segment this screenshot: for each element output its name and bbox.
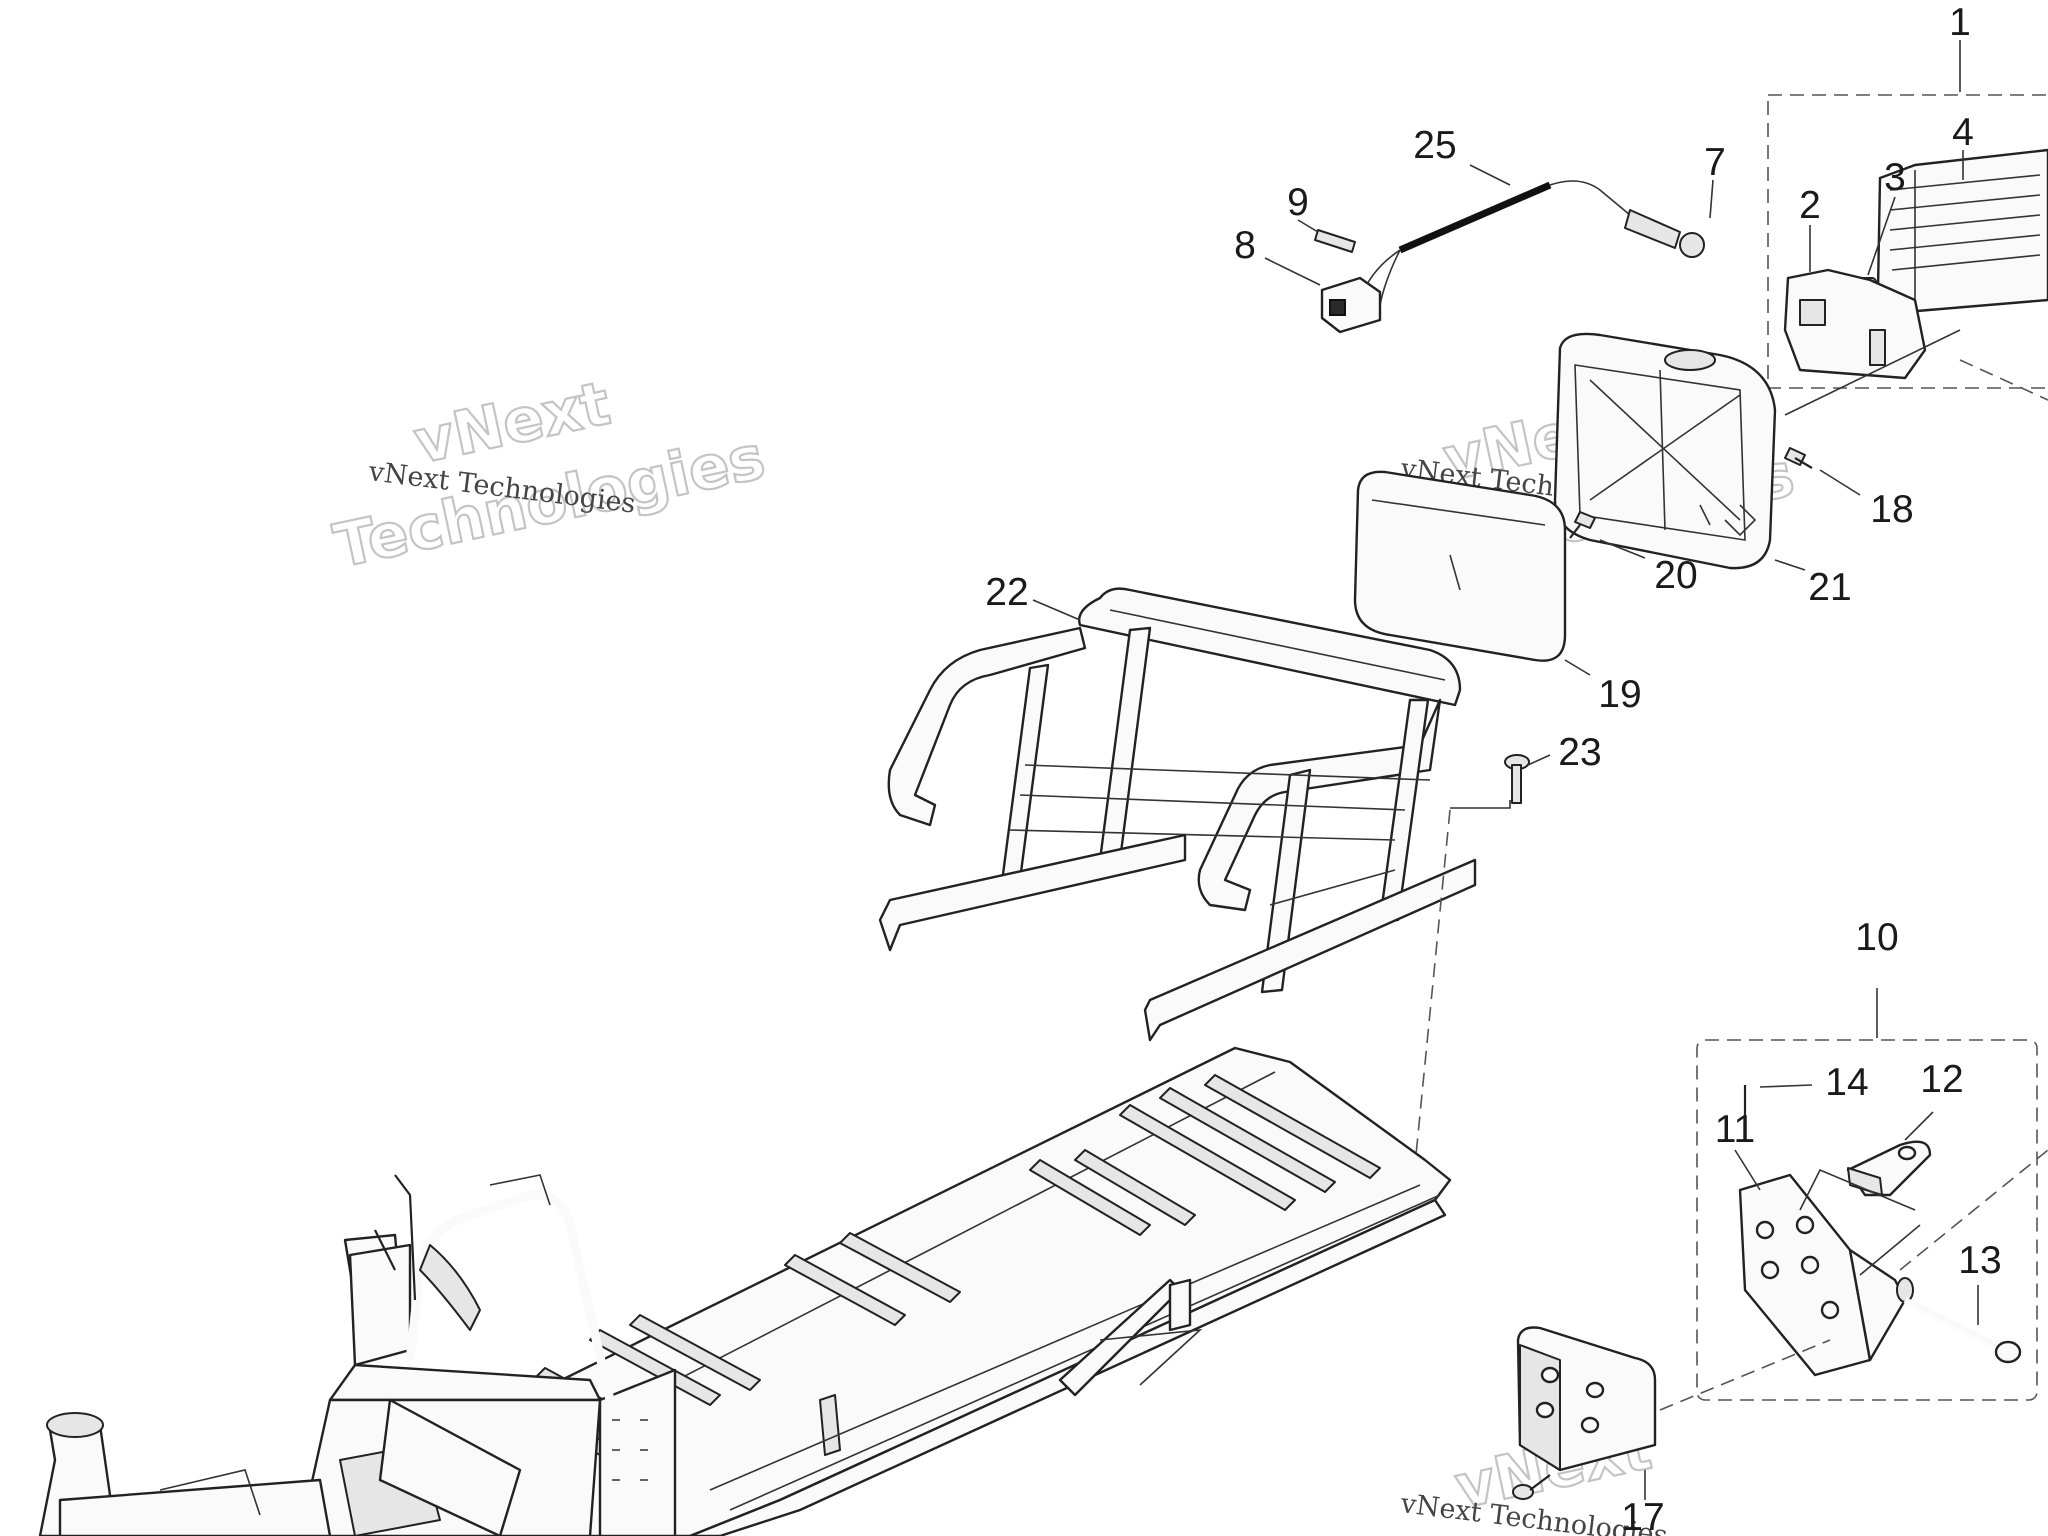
callout-18: 18: [1870, 488, 1913, 531]
leader-7: [1709, 179, 1714, 219]
callout-23: 23: [1558, 731, 1601, 774]
callout-25: 25: [1413, 124, 1456, 167]
leader-19: [1564, 659, 1591, 676]
assembly-line-13: [1899, 1149, 2048, 1271]
assembly-line-1b: [1959, 359, 2048, 401]
part-13-bolt: [1903, 1297, 2022, 1364]
leader-21: [1774, 559, 1806, 571]
callout-8: 8: [1234, 224, 1256, 267]
part-7-connector: [1624, 209, 1705, 258]
callout-20: 20: [1654, 554, 1697, 597]
part-2-socket-plate: [1783, 268, 1927, 380]
callout-3: 3: [1884, 156, 1906, 199]
leader-3: [1867, 196, 1896, 276]
part-19-lens-cover: [1353, 470, 1567, 662]
callout-21: 21: [1808, 566, 1851, 609]
leader-14: [1759, 1084, 1813, 1088]
part-12-bracket: [1846, 1140, 1932, 1197]
part-23-bolt: [1504, 754, 1530, 804]
part-18-screw: [1784, 447, 1813, 469]
callout-1: 1: [1949, 1, 1971, 44]
callout-13: 13: [1958, 1239, 2001, 1282]
assembly-lines-10: [1799, 1168, 1921, 1276]
callout-14: 14: [1825, 1061, 1868, 1104]
part-17-bumper-block: [1516, 1326, 1657, 1472]
callout-22: 22: [985, 571, 1028, 614]
leader-25: [1469, 164, 1511, 186]
part-11-hitch-plate: [1738, 1173, 1914, 1377]
part-9-terminal: [1314, 229, 1356, 253]
kit-10-boundary: [1696, 1039, 2038, 1401]
assembly-line-1: [1784, 329, 1961, 416]
leader-11: [1734, 1149, 1761, 1191]
chassis-tunnel: [489, 1046, 1452, 1536]
leader-8: [1264, 257, 1321, 286]
leader-9: [1297, 219, 1319, 233]
part-screw-bottom: [1512, 1474, 1551, 1500]
callout-2: 2: [1799, 184, 1821, 227]
callout-17: 17: [1621, 1496, 1664, 1536]
callout-7: 7: [1704, 141, 1726, 184]
part-8-plug: [1320, 276, 1382, 334]
callout-11: 11: [1715, 1108, 1756, 1151]
kit-1-boundary: [1767, 94, 2048, 389]
callout-12: 12: [1920, 1058, 1963, 1101]
assembly-line-23b: [1414, 809, 1451, 1166]
leader-22: [1032, 599, 1081, 621]
assembly-line-17: [1659, 1339, 1831, 1411]
assembly-line-23: [1450, 800, 1511, 809]
leader-12: [1904, 1111, 1934, 1141]
callout-labels: 1 2 3 4 7 8 9 10 11 12 13 14 17 18 19 20…: [985, 1, 2001, 1536]
part-21-light-housing: [1553, 332, 1777, 570]
front-frame: [38, 1174, 677, 1536]
callout-9: 9: [1287, 181, 1309, 224]
leader-20: [1599, 539, 1646, 559]
callout-10: 10: [1855, 916, 1898, 959]
callout-19: 19: [1598, 673, 1641, 716]
part-20-screw: [1569, 511, 1596, 539]
part-22-cargo-rack: [878, 587, 1477, 1042]
callout-4: 4: [1952, 111, 1974, 154]
part-25-wire-harness: [1359, 180, 1631, 306]
leader-18: [1819, 469, 1861, 496]
leader-23: [1527, 754, 1551, 766]
